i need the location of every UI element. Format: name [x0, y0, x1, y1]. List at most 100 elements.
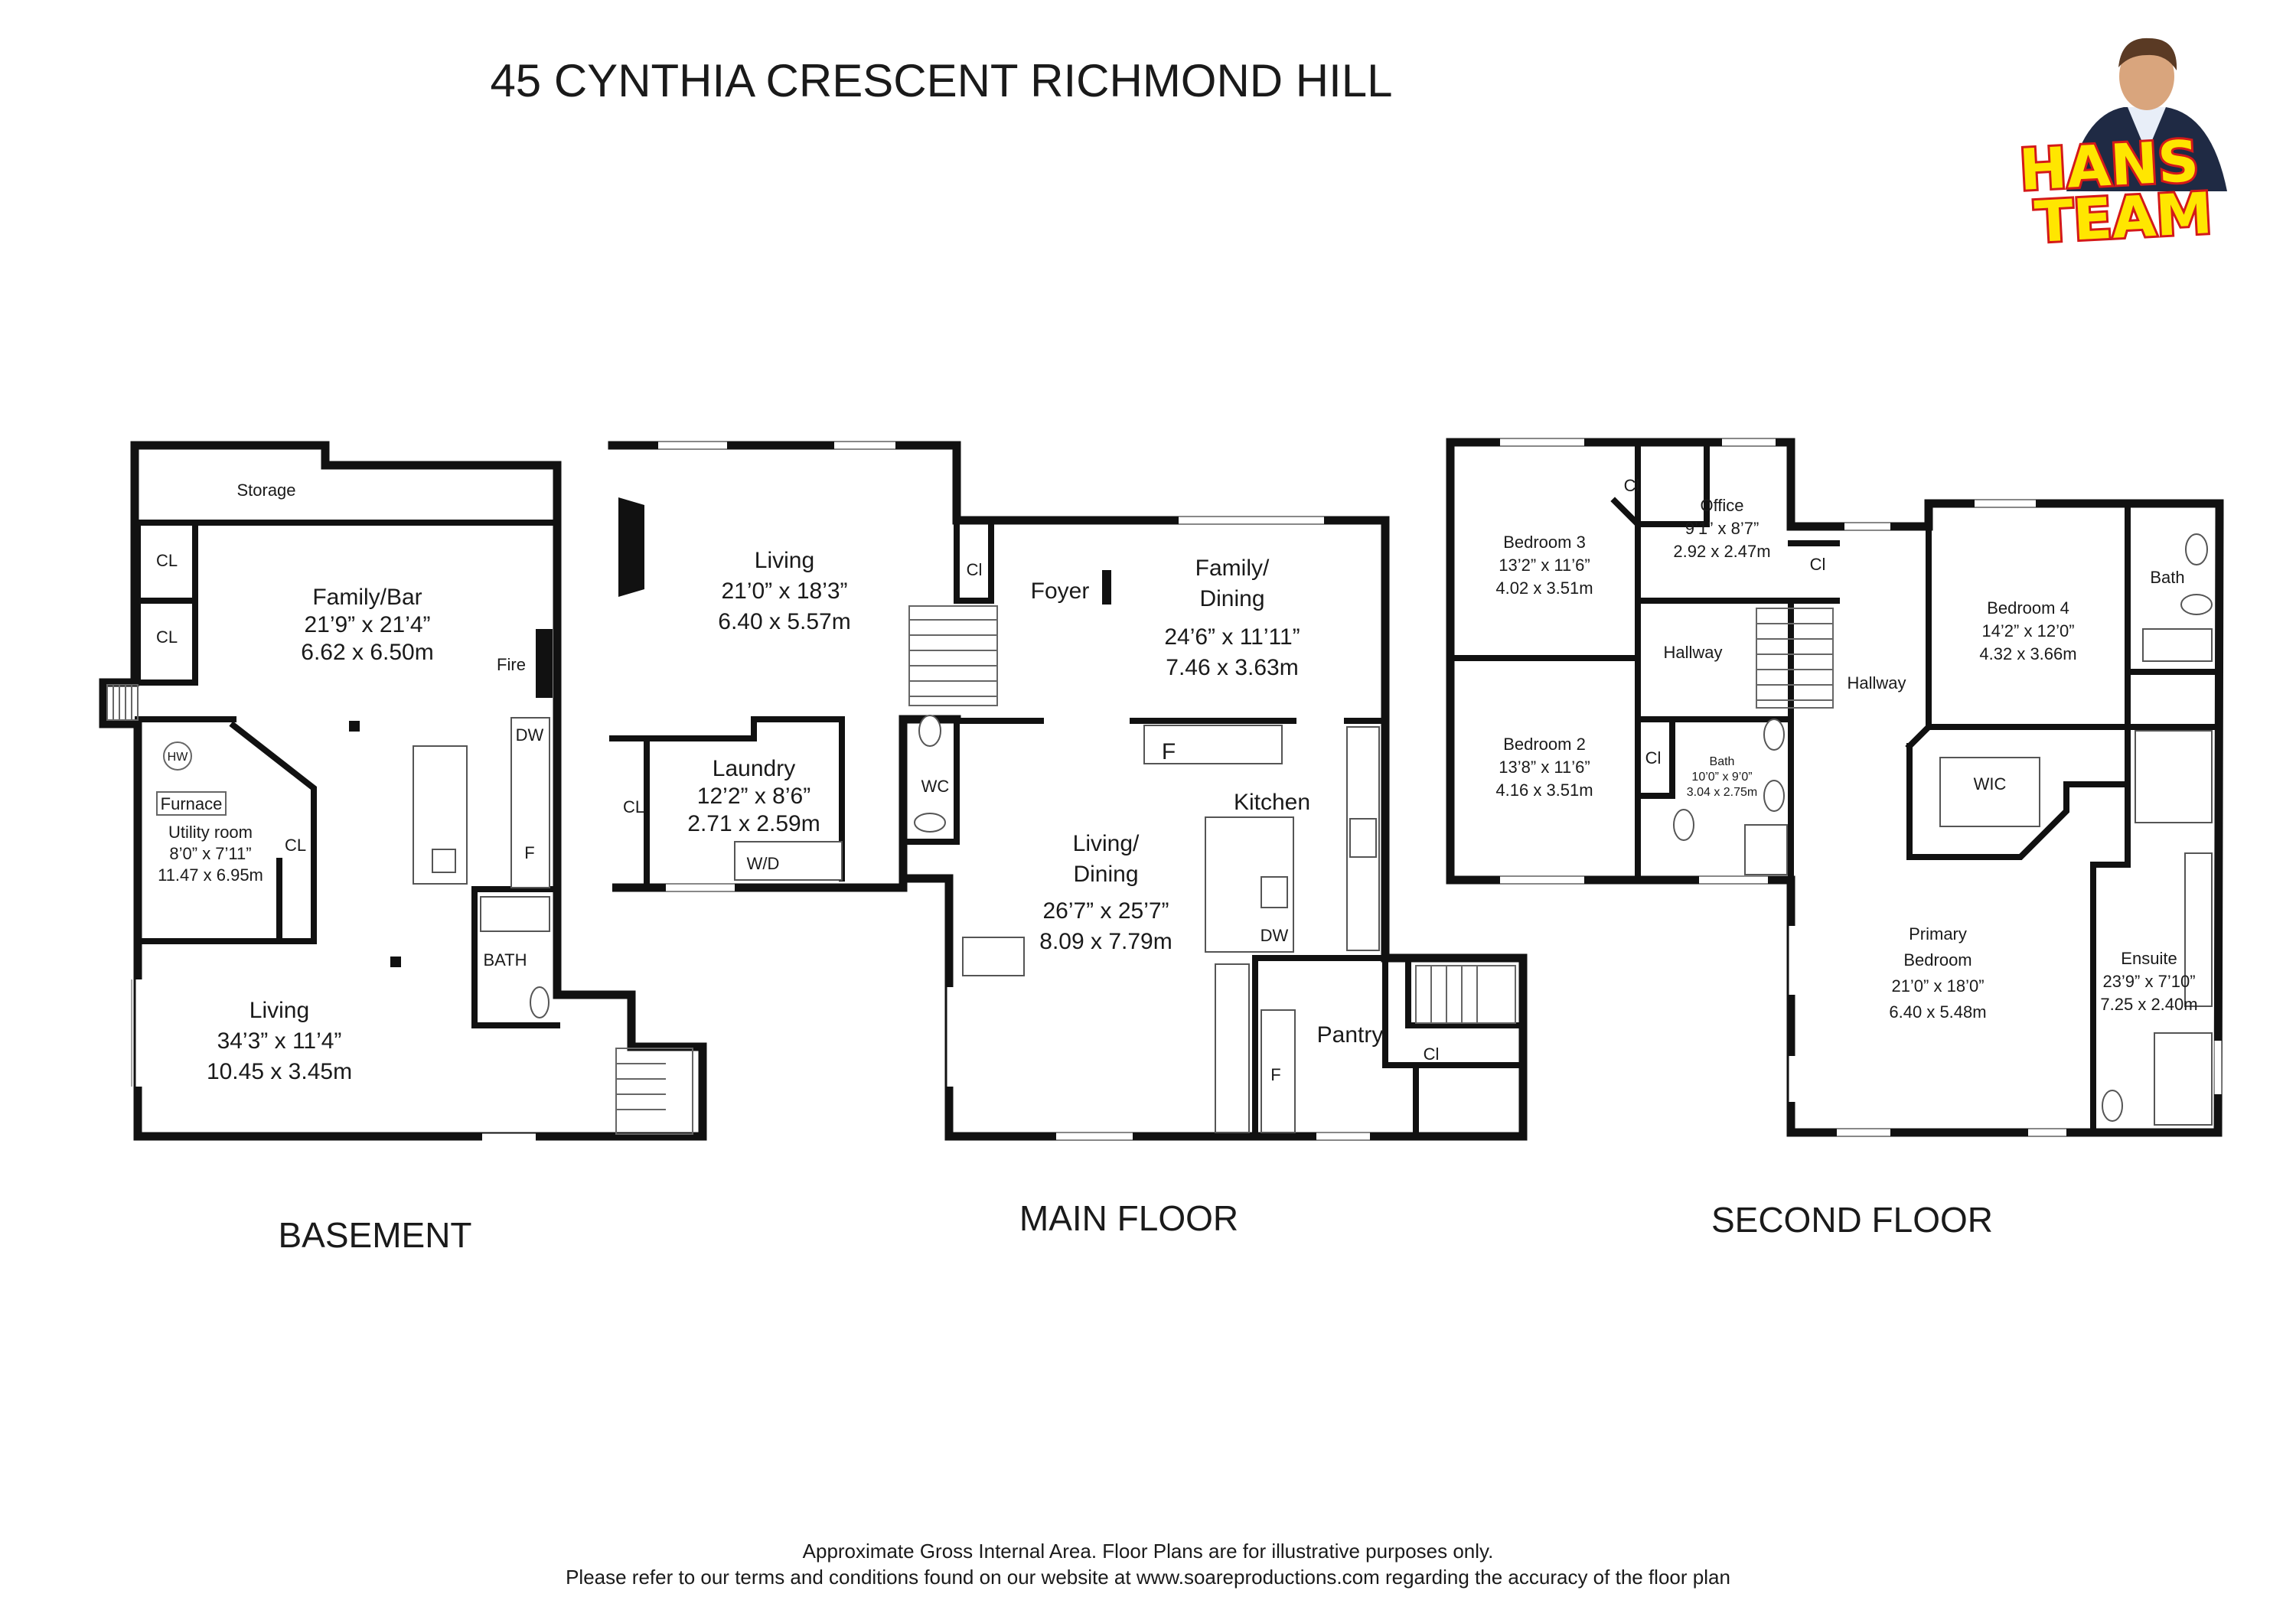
- svg-text:Living: Living: [755, 548, 814, 573]
- basement-closet-walls: [135, 520, 198, 686]
- label-cl-foyer: Cl: [967, 560, 983, 579]
- label-cl-hall: Cl: [1810, 555, 1826, 574]
- svg-text:11.47 x 6.95m: 11.47 x 6.95m: [158, 865, 263, 885]
- footer-disclaimer-1: Approximate Gross Internal Area. Floor P…: [803, 1540, 1494, 1563]
- label-wic: WIC: [1974, 774, 2007, 794]
- svg-text:Family/Bar: Family/Bar: [312, 585, 422, 610]
- floor-label-second: SECOND FLOOR: [1711, 1200, 1993, 1240]
- second-stairs-icon: [1756, 608, 1834, 709]
- main-stairs-icon: [908, 605, 1516, 1024]
- main-cooktop-icon: [1349, 818, 1377, 858]
- svg-text:24’6” x 11’11”: 24’6” x 11’11”: [1164, 624, 1300, 650]
- svg-text:13’8” x 11’6”: 13’8” x 11’6”: [1499, 758, 1590, 777]
- label-dw-basement: DW: [516, 725, 544, 745]
- label-bath-b4: Bath: [2150, 568, 2184, 587]
- label-family-dining: Family/ Dining 24’6” x 11’11” 7.46 x 3.6…: [1164, 556, 1300, 680]
- svg-text:Bedroom: Bedroom: [1903, 950, 1971, 970]
- column-icon: [349, 721, 360, 732]
- svg-text:2.92 x 2.47m: 2.92 x 2.47m: [1673, 542, 1770, 561]
- main-pantry-corner: [1405, 955, 1526, 1028]
- ensuite-toilet-icon: [2102, 1090, 2123, 1122]
- svg-text:10’0” x 9’0”: 10’0” x 9’0”: [1691, 771, 1752, 784]
- svg-text:8’0” x 7’11”: 8’0” x 7’11”: [169, 844, 251, 863]
- label-dw-main: DW: [1261, 926, 1289, 945]
- label-bedroom4: Bedroom 4 14’2” x 12’0” 4.32 x 3.66m: [1979, 598, 2076, 663]
- svg-text:Living/: Living/: [1073, 831, 1140, 856]
- main-fireplace-icon: [618, 497, 644, 597]
- label-cl-b2: Cl: [1645, 748, 1662, 768]
- label-cl-2: CL: [156, 627, 178, 647]
- floor-label-basement: BASEMENT: [278, 1215, 471, 1255]
- second-ensuite-walls: [2090, 724, 2131, 1136]
- floor-label-main: MAIN FLOOR: [1019, 1198, 1238, 1238]
- label-bedroom2: Bedroom 2 13’8” x 11’6” 4.16 x 3.51m: [1495, 735, 1593, 800]
- basement-kitchen-run: [510, 717, 550, 888]
- label-cl-b3: Cl: [1624, 476, 1640, 495]
- label-utility-room: Utility room 8’0” x 7’11” 11.47 x 6.95m: [158, 823, 263, 885]
- label-kitchen: Kitchen: [1234, 790, 1310, 815]
- second-bedroom3-wall: [1447, 439, 1641, 722]
- label-laundry: Laundry 12’2” x 8’6” 2.71 x 2.59m: [687, 756, 820, 836]
- label-cl-1: CL: [156, 551, 178, 570]
- label-wd: W/D: [747, 854, 780, 873]
- agent-photo-icon: [2066, 37, 2227, 191]
- svg-text:Living: Living: [249, 998, 309, 1023]
- main-island: [1143, 725, 1283, 764]
- label-bath-mid: Bath 10’0” x 9’0” 3.04 x 2.75m: [1687, 755, 1758, 799]
- svg-text:9’1” x 8’7”: 9’1” x 8’7”: [1685, 519, 1760, 538]
- label-storage: Storage: [236, 481, 295, 500]
- svg-text:Office: Office: [1700, 496, 1743, 515]
- label-hallway-right: Hallway: [1847, 673, 1906, 693]
- label-living-dining: Living/ Dining 26’7” x 25’7” 8.09 x 7.79…: [1039, 831, 1172, 954]
- label-living-main: Living 21’0” x 18’3” 6.40 x 5.57m: [718, 548, 850, 634]
- second-wic-walls: [1905, 722, 2131, 860]
- second-bedroom2-walls: [1635, 716, 1675, 883]
- label-bedroom3: Bedroom 3 13’2” x 11’6” 4.02 x 3.51m: [1495, 533, 1593, 598]
- main-living-divider: [609, 716, 845, 882]
- basement-stairs-icon: [106, 684, 693, 1135]
- svg-text:23’9” x 7’10”: 23’9” x 7’10”: [2102, 972, 2195, 991]
- basement-fireplace-icon: [536, 629, 553, 698]
- basement-tub-icon: [480, 896, 550, 932]
- label-wc: WC: [921, 777, 950, 796]
- svg-text:6.40 x 5.48m: 6.40 x 5.48m: [1889, 1002, 1986, 1022]
- svg-text:8.09 x 7.79m: 8.09 x 7.79m: [1039, 929, 1172, 954]
- main-sink-icon: [1261, 876, 1288, 908]
- svg-text:26’7” x 25’7”: 26’7” x 25’7”: [1042, 898, 1169, 924]
- hans-team-logo: HANS TEAM: [2015, 37, 2227, 258]
- svg-text:Bedroom 2: Bedroom 2: [1503, 735, 1586, 754]
- svg-text:Laundry: Laundry: [713, 756, 795, 781]
- svg-text:34’3” x 11’4”: 34’3” x 11’4”: [217, 1028, 342, 1054]
- main-fridge-icon: [1215, 963, 1250, 1133]
- svg-text:7.25 x 2.40m: 7.25 x 2.40m: [2100, 995, 2197, 1014]
- svg-text:12’2” x 8’6”: 12’2” x 8’6”: [697, 784, 810, 809]
- svg-text:3.04 x 2.75m: 3.04 x 2.75m: [1687, 786, 1758, 799]
- label-furnace: Furnace: [161, 794, 223, 813]
- label-f-basement: F: [524, 843, 534, 862]
- label-living-basement: Living 34’3” x 11’4” 10.45 x 3.45m: [207, 998, 352, 1084]
- svg-text:13’2” x 11’6”: 13’2” x 11’6”: [1499, 556, 1590, 575]
- svg-text:4.16 x 3.51m: 4.16 x 3.51m: [1495, 781, 1593, 800]
- svg-text:Primary: Primary: [1909, 924, 1967, 943]
- label-hallway-left: Hallway: [1663, 643, 1722, 662]
- svg-text:2.71 x 2.59m: 2.71 x 2.59m: [687, 811, 820, 836]
- main-laundry-machines: [734, 841, 843, 881]
- svg-text:Family/: Family/: [1195, 556, 1270, 581]
- label-cl-pantry: Cl: [1424, 1045, 1440, 1064]
- label-fire: Fire: [497, 655, 526, 674]
- mid-bath-shower-icon: [1744, 824, 1788, 875]
- svg-text:Ensuite: Ensuite: [2121, 949, 2177, 968]
- label-cl-laundry: CL: [623, 797, 644, 816]
- svg-text:Utility room: Utility room: [168, 823, 253, 842]
- label-cl-3: CL: [285, 836, 306, 855]
- label-pantry: Pantry: [1317, 1022, 1384, 1048]
- label-primary-bedroom: Primary Bedroom 21’0” x 18’0” 6.40 x 5.4…: [1889, 924, 1986, 1022]
- bed4-bath-tub-icon: [2142, 628, 2213, 662]
- water-heater-icon: [163, 741, 192, 771]
- logo-line-hans: HANS: [2017, 129, 2200, 204]
- svg-text:21’9” x 21’4”: 21’9” x 21’4”: [304, 612, 430, 637]
- main-outer-wall: [608, 441, 1528, 1141]
- main-floor-plan: Living 21’0” x 18’3” 6.40 x 5.57m Cl Foy…: [608, 441, 1528, 1238]
- svg-text:14’2” x 12’0”: 14’2” x 12’0”: [1981, 621, 2074, 640]
